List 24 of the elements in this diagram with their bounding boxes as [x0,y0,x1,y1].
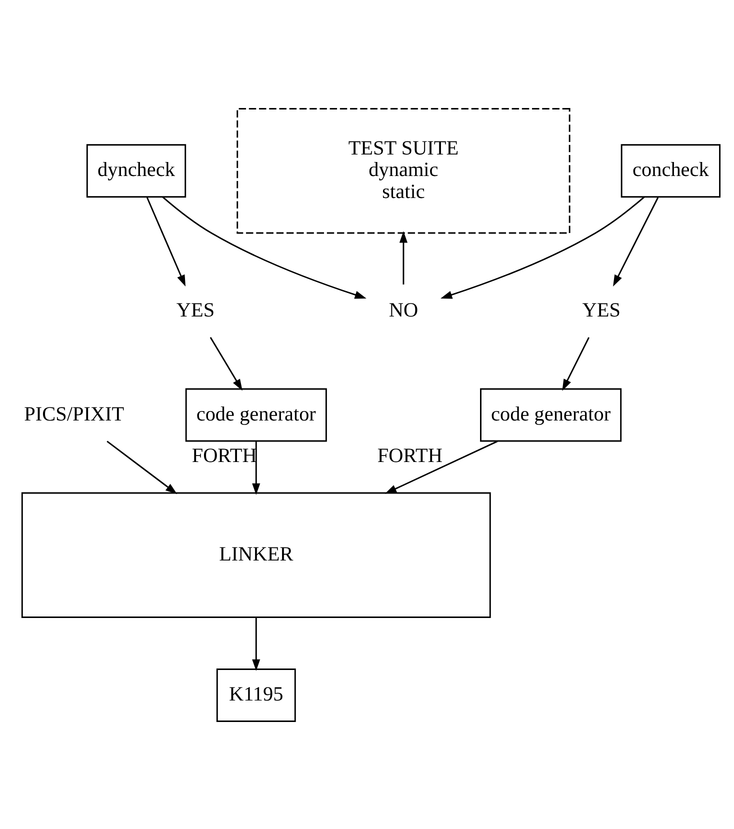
node-box: concheck [620,144,721,198]
node-text: NO [388,298,418,321]
edge-label: FORTH [192,444,257,467]
arrow [440,196,645,298]
arrow [162,196,366,298]
arrow [613,196,659,286]
edge-label: FORTH [377,444,442,466]
node-box: TEST SUITE dynamic static [236,108,570,234]
arrow [252,441,260,494]
arrow [562,336,590,390]
arrow [399,230,408,284]
node-box: LINKER [21,492,491,618]
node-box: dyncheck [86,144,186,198]
arrow [106,440,178,494]
node-box: code generator [480,388,622,442]
node-text: YES [176,298,215,321]
node-text: PICS/PIXIT [24,402,124,425]
arrow [384,440,498,494]
node-box: K1195 [216,668,296,722]
arrow [146,196,186,286]
arrow [252,617,260,670]
node-box: code generator [185,388,327,442]
node-text: YES [582,298,620,321]
arrow [210,336,242,390]
